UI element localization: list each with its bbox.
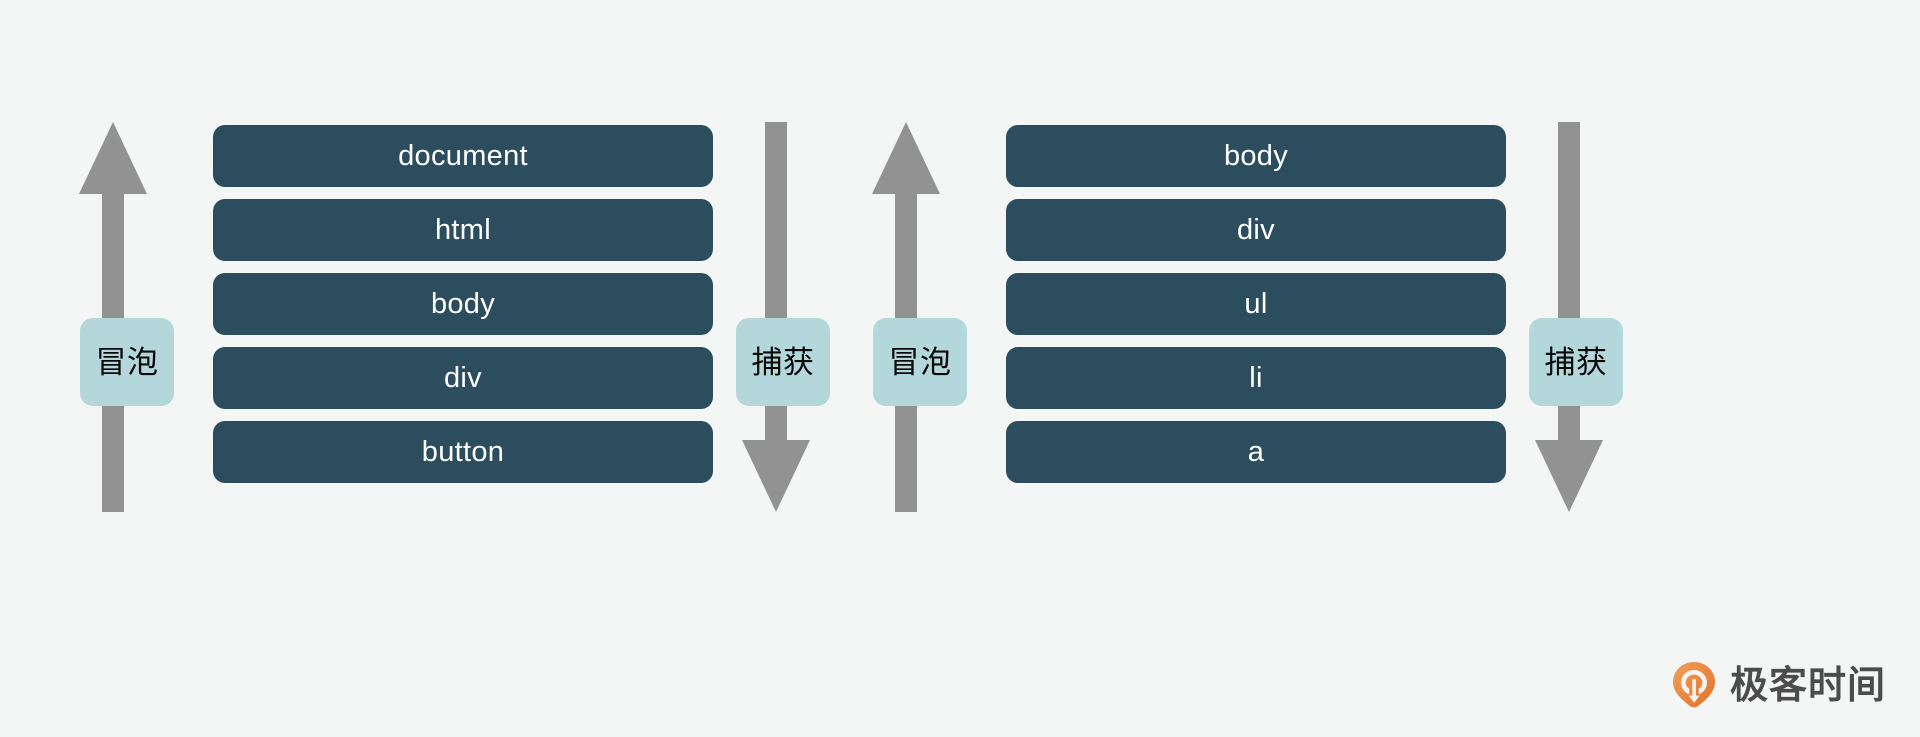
badge-bubbling-left-label: 冒泡 — [95, 344, 159, 380]
node-html[interactable]: html — [213, 199, 713, 261]
capturing-arrow-down-right — [1535, 122, 1603, 512]
brand-logo: 极客时间 — [1672, 661, 1886, 709]
node-li[interactable]: li — [1006, 347, 1506, 409]
node-document-label: document — [398, 139, 528, 172]
node-ul-label: ul — [1244, 287, 1268, 320]
badge-bubbling-right: 冒泡 — [873, 318, 967, 406]
node-body-r-label: body — [1223, 139, 1289, 172]
node-body[interactable]: body — [213, 273, 713, 335]
brand-wordmark: 极客时间 — [1729, 663, 1886, 707]
bubbling-arrow-up-left — [79, 122, 147, 512]
badge-capturing-right: 捕获 — [1529, 318, 1623, 406]
badge-capturing-left: 捕获 — [736, 318, 830, 406]
event-flow-diagram-left: 冒泡 document html body div button — [0, 0, 900, 737]
geektime-drop-icon — [1672, 661, 1716, 709]
badge-bubbling-right-label: 冒泡 — [888, 344, 952, 380]
capturing-arrow-down-left — [742, 122, 810, 512]
node-body-r[interactable]: body — [1006, 125, 1506, 187]
badge-bubbling-left: 冒泡 — [80, 318, 174, 406]
node-html-label: html — [435, 213, 491, 246]
node-body-label: body — [430, 287, 496, 320]
node-ul[interactable]: ul — [1006, 273, 1506, 335]
node-div-r-label: div — [1237, 213, 1275, 246]
node-a[interactable]: a — [1006, 421, 1506, 483]
node-div-r[interactable]: div — [1006, 199, 1506, 261]
bubbling-arrow-up-right — [872, 122, 940, 512]
node-document[interactable]: document — [213, 125, 713, 187]
node-button[interactable]: button — [213, 421, 713, 483]
node-stack-right: body div ul li a — [1006, 125, 1506, 483]
badge-capturing-left-label: 捕获 — [751, 344, 815, 380]
node-stack-left: document html body div button — [213, 125, 713, 483]
node-div[interactable]: div — [213, 347, 713, 409]
node-li-label: li — [1249, 361, 1263, 394]
badge-capturing-right-label: 捕获 — [1544, 344, 1608, 380]
event-flow-diagram-right: 冒泡 body div ul li a — [860, 0, 1920, 737]
node-a-label: a — [1247, 435, 1265, 468]
node-button-label: button — [421, 435, 505, 468]
node-div-label: div — [444, 361, 482, 394]
